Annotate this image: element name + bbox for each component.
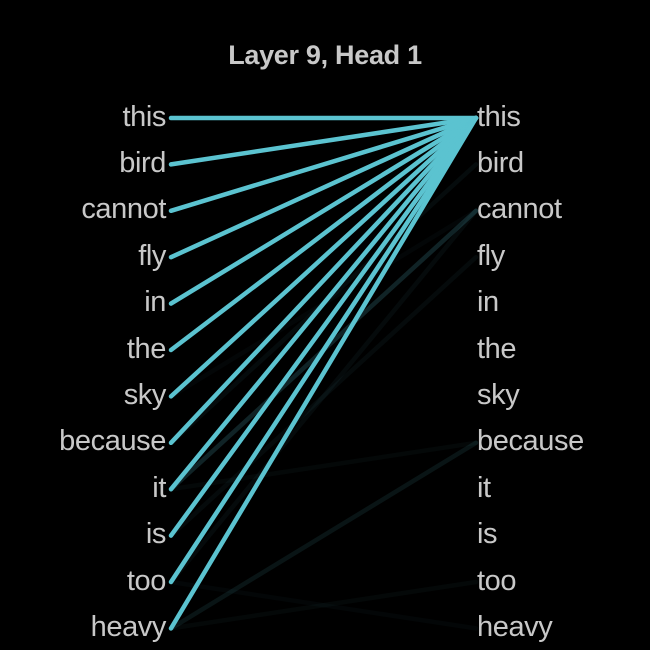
right-token[interactable]: sky	[477, 378, 520, 411]
left-token[interactable]: it	[152, 471, 166, 504]
left-token[interactable]: too	[126, 564, 167, 597]
right-token[interactable]: heavy	[477, 610, 553, 643]
left-token[interactable]: fly	[138, 239, 166, 272]
attention-line	[168, 115, 479, 306]
attention-line	[168, 115, 479, 353]
right-token[interactable]: in	[477, 286, 499, 319]
left-token[interactable]: sky	[123, 378, 167, 411]
right-token[interactable]: this	[477, 100, 521, 133]
attention-line	[168, 115, 479, 492]
left-token[interactable]: heavy	[90, 610, 167, 643]
attention-line	[168, 115, 479, 260]
left-token[interactable]: in	[144, 286, 166, 319]
right-token[interactable]: too	[477, 564, 517, 597]
attention-line	[168, 440, 479, 631]
right-token[interactable]: because	[477, 425, 584, 458]
attention-line	[168, 115, 479, 399]
diagram-title: Layer 9, Head 1	[228, 40, 422, 70]
right-token[interactable]: the	[477, 332, 517, 365]
attention-line	[168, 115, 479, 214]
attention-line	[168, 115, 479, 631]
right-token[interactable]: is	[477, 518, 498, 551]
attention-line	[168, 115, 479, 167]
attention-line	[168, 115, 479, 538]
attention-line	[168, 208, 479, 585]
left-token[interactable]: bird	[119, 146, 166, 179]
right-token[interactable]: it	[477, 471, 491, 504]
left-token[interactable]: cannot	[81, 193, 166, 226]
right-token[interactable]: bird	[477, 146, 524, 179]
attention-line	[168, 440, 479, 492]
right-token[interactable]: fly	[477, 239, 505, 272]
left-token[interactable]: the	[126, 332, 167, 365]
attention-line	[168, 115, 479, 585]
left-token[interactable]: because	[59, 425, 166, 458]
attention-line	[168, 579, 479, 631]
attention-line	[168, 115, 479, 446]
left-token[interactable]: this	[122, 100, 166, 133]
attention-line	[168, 254, 479, 538]
right-token[interactable]: cannot	[477, 193, 562, 226]
left-token[interactable]: is	[145, 518, 167, 551]
